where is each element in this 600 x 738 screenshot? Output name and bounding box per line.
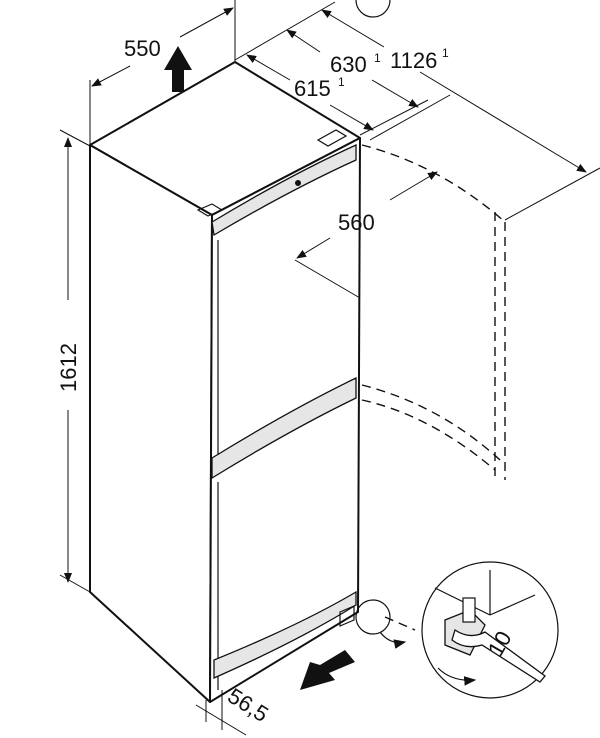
width-label: 550 [124, 36, 161, 61]
top-hinge-left [196, 203, 224, 217]
dimension-depths: 615 1 630 1 1126 1 [234, 1, 600, 221]
dimension-height: 1612 [56, 129, 91, 593]
depth-label: 615 [294, 76, 331, 101]
fridge-body [89, 61, 361, 703]
dimension-width: 550 [89, 0, 236, 145]
total-depth-label: 1126 [390, 48, 437, 73]
total-depth-note: 1 [442, 46, 449, 60]
detail-circle [421, 561, 559, 699]
open-door-depth-note: 1 [374, 51, 381, 65]
dimension-inner-width: 560 [294, 171, 438, 299]
up-arrow-icon [164, 46, 192, 92]
foot [339, 605, 355, 627]
open-door-outline [361, 144, 506, 480]
door-lock-icon [295, 180, 301, 186]
foot-thread [462, 597, 476, 623]
side-face [89, 144, 213, 703]
depth-note: 1 [338, 75, 345, 89]
inner-width-label: 560 [338, 210, 375, 235]
open-door-depth-label: 630 [330, 52, 367, 77]
rotate-arrow-icon [437, 667, 477, 686]
base-strip [213, 590, 357, 679]
push-arrow-icon [300, 650, 355, 690]
middle-door-handle [211, 376, 357, 480]
wrench-icon [451, 628, 546, 683]
upper-door-handle [211, 143, 357, 237]
foot-detail-callout: 10 [355, 0, 559, 699]
height-label: 1612 [56, 343, 81, 392]
top-hinge [316, 129, 348, 147]
